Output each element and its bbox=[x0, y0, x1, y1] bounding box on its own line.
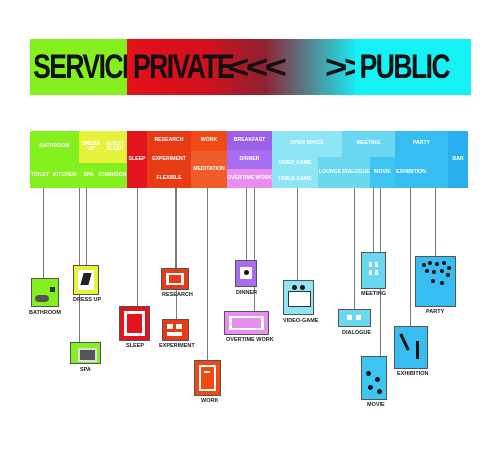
label-sleep: SLEEP bbox=[126, 343, 145, 349]
connector-dress-up bbox=[86, 188, 87, 265]
label-dinner: DINNER bbox=[236, 290, 258, 296]
banner-service-text: SERVICE bbox=[33, 48, 140, 86]
cell-dinner: DINNER bbox=[227, 150, 272, 169]
connector-sleep bbox=[137, 188, 138, 306]
tile-meeting bbox=[361, 252, 386, 289]
cell-spa: SPA bbox=[79, 163, 98, 188]
label-dress-up: DRESS UP bbox=[73, 297, 102, 303]
cell-flexible: FLEXIBLE bbox=[147, 169, 191, 188]
cell-guest-sleep: GUEST SLEEP bbox=[103, 131, 127, 163]
label-party: PARTY bbox=[426, 309, 445, 315]
tile-overtime-work bbox=[224, 311, 269, 335]
tile-spa bbox=[70, 342, 101, 364]
cell-movie: MOVIE bbox=[370, 157, 395, 188]
connector-experiment bbox=[176, 188, 177, 319]
tile-party bbox=[415, 256, 456, 307]
tile-experiment bbox=[162, 319, 189, 341]
tile-exhibition bbox=[394, 326, 428, 369]
label-work: WORK bbox=[201, 398, 219, 404]
cell-dress-up: DRESS UP bbox=[79, 131, 103, 163]
banner-public-text: PUBLIC bbox=[359, 48, 451, 86]
cell-breakfast: BREAKFAST bbox=[227, 131, 272, 150]
cell-bar: BAR bbox=[448, 131, 468, 188]
tile-dress-up bbox=[73, 265, 99, 295]
cell-table-game: TABLE GAME bbox=[272, 171, 318, 188]
label-overtime-work: OVERTIME WORK bbox=[226, 337, 274, 343]
banner-service-block: SERVICE bbox=[30, 39, 140, 95]
tile-sleep bbox=[119, 306, 150, 341]
cell-meeting: MEETING bbox=[342, 131, 395, 157]
cell-experiment: EXPERIMENT bbox=[147, 150, 191, 169]
label-research: RESEARCH bbox=[162, 292, 193, 298]
cell-bathroom: BATHROOM bbox=[30, 131, 79, 163]
tile-dinner bbox=[235, 260, 257, 287]
cell-kitchen: KITCHEN bbox=[50, 163, 79, 188]
label-experiment: EXPERIMENT bbox=[159, 343, 195, 349]
connector-bathroom bbox=[43, 188, 44, 278]
cell-open-space: OPEN SPACE bbox=[272, 131, 342, 157]
tile-work bbox=[194, 360, 221, 396]
cell-corridor: CORRIDOR bbox=[98, 163, 127, 188]
connector-party bbox=[435, 188, 436, 256]
banner-private-text: PRIVATE bbox=[133, 48, 235, 86]
tile-movie bbox=[361, 356, 387, 400]
connector-overtime-work bbox=[254, 188, 255, 311]
connector-exhibition bbox=[410, 188, 411, 326]
label-video-game: VIDEO-GAME bbox=[283, 318, 319, 324]
cell-overtime-work: OVERTIME WORK bbox=[227, 169, 272, 188]
cell-sleep: SLEEP bbox=[127, 131, 147, 188]
cell-meditation: MEDITATION bbox=[191, 151, 227, 188]
tile-video-game bbox=[283, 280, 314, 315]
connector-research bbox=[175, 188, 176, 268]
connector-dinner bbox=[246, 188, 247, 260]
banner-gradient-block: PRIVATE <<< >>> bbox=[127, 39, 385, 95]
label-bathroom: BATHROOM bbox=[29, 310, 61, 316]
cell-party: PARTY bbox=[395, 131, 448, 157]
label-exhibition: EXHIBITION bbox=[397, 371, 429, 377]
connector-work bbox=[207, 188, 208, 360]
connector-video-game bbox=[297, 188, 298, 280]
tile-research bbox=[161, 268, 189, 290]
cell-lounge: LOUNGE bbox=[318, 157, 342, 188]
label-movie: MOVIE bbox=[367, 402, 385, 408]
tile-dialogue bbox=[338, 309, 371, 327]
banner-public-block: PUBLIC bbox=[355, 39, 471, 95]
connector-meeting bbox=[373, 188, 374, 252]
cell-exhibition: EXHIBITION bbox=[395, 157, 427, 188]
connector-dialogue bbox=[354, 188, 355, 309]
cell-exhibition-ext bbox=[427, 157, 448, 188]
banner-left-arrows: <<< bbox=[227, 49, 287, 85]
label-spa: SPA bbox=[80, 367, 91, 373]
cell-toilet: TOILET bbox=[30, 163, 50, 188]
cell-research: RESEARCH bbox=[147, 131, 191, 150]
label-meeting: MEETING bbox=[361, 291, 387, 297]
cell-video-game: VIDEO GAME bbox=[272, 157, 318, 171]
label-dialogue: DIALOGUE bbox=[342, 330, 372, 336]
cell-dialogue: DIALOGUE bbox=[342, 157, 370, 188]
tile-bathroom bbox=[31, 278, 59, 307]
cell-work: WORK bbox=[191, 131, 227, 151]
